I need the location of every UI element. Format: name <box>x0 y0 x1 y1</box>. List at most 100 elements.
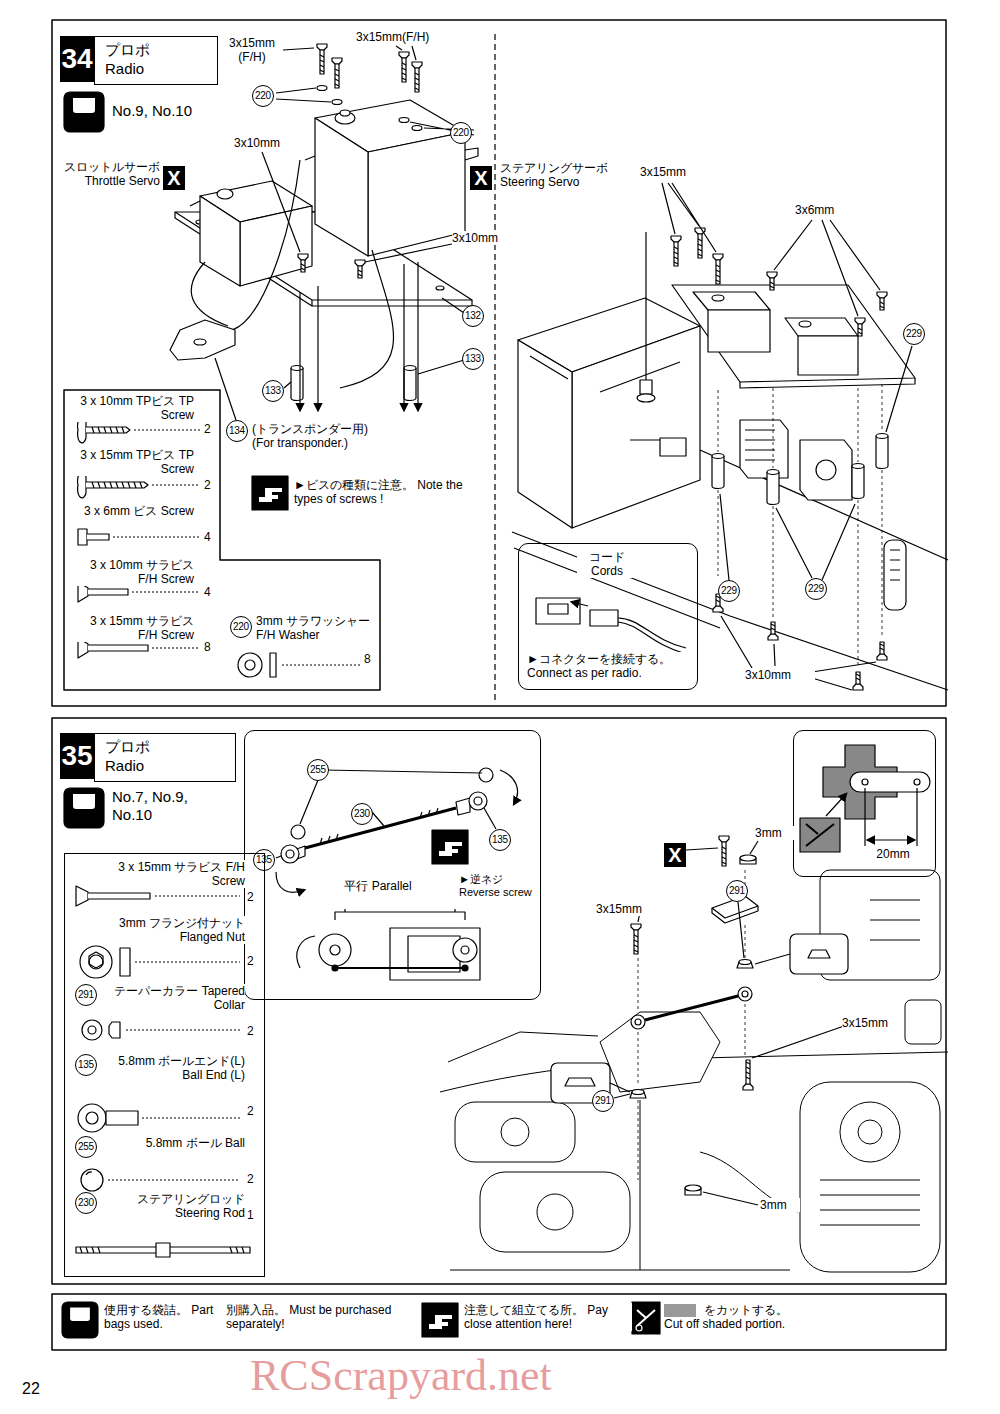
inset-illustration <box>319 934 351 966</box>
part-name: 5.8mm ボール Ball <box>105 1136 245 1150</box>
nut-size: 3mm <box>760 1198 800 1212</box>
servo-wire <box>340 250 394 388</box>
chassis-sketch <box>800 1082 940 1272</box>
collar-orientation-callout <box>551 934 848 1103</box>
screw-icon <box>87 534 109 540</box>
quantity: 8 <box>204 640 218 654</box>
screw-icon <box>152 647 200 648</box>
exploded-parts <box>738 987 752 1001</box>
screw <box>298 254 308 272</box>
antenna <box>640 380 652 394</box>
throttle-servo <box>240 206 312 286</box>
exploded-parts <box>739 960 751 965</box>
stand-off <box>404 366 416 401</box>
quantity: 2 <box>247 1024 259 1038</box>
inset-illustration <box>408 936 460 972</box>
receiver-box <box>660 438 686 456</box>
step-number: 35 <box>60 733 94 779</box>
callout-number: 133 <box>262 380 284 402</box>
leader-line <box>262 152 300 252</box>
exploded-parts <box>632 1090 644 1095</box>
panel-frame <box>494 34 495 700</box>
inset-illustration <box>286 850 294 858</box>
bag-icon <box>64 92 104 132</box>
connector-detail <box>618 622 686 654</box>
leader-line <box>703 1192 758 1205</box>
screw-icon <box>78 529 87 545</box>
collar-orientation-callout <box>808 950 830 958</box>
leader-line <box>442 298 464 313</box>
chassis-plate <box>890 550 900 580</box>
servo <box>712 295 724 301</box>
servo-wire <box>232 160 300 330</box>
part-name: 3 x 10mm TPビス TP Screw <box>70 394 194 422</box>
leader-line <box>750 841 758 854</box>
screw-icon <box>88 645 148 651</box>
inset-illustration <box>462 965 468 971</box>
parts-list-icon <box>86 1172 92 1175</box>
inset-illustration <box>320 808 438 844</box>
inset-illustration <box>461 946 469 954</box>
chassis-sketch <box>870 900 920 940</box>
throttle-servo <box>190 201 324 212</box>
leader-line <box>686 848 718 850</box>
connector-detail <box>548 604 568 614</box>
chassis-sketch <box>450 1100 790 1270</box>
inset-illustration <box>479 768 493 782</box>
legend-text: 使用する袋詰。 Part bags used. <box>104 1303 224 1331</box>
collar-orientation-callout <box>790 934 848 974</box>
part-name: 3mm サラワッシャー F/H Washer <box>256 614 374 642</box>
quantity: 8 <box>364 652 378 666</box>
leader-line <box>774 220 880 316</box>
parts-list-icon <box>120 948 130 976</box>
chassis-sketch <box>600 1012 720 1092</box>
servo-plate <box>740 378 915 388</box>
bag-number: No.9, No.10 <box>112 102 242 120</box>
screw-icon <box>270 653 276 677</box>
quantity: 2 <box>247 1172 259 1186</box>
connector-detail <box>572 602 588 606</box>
parts-list-icon <box>80 946 112 978</box>
screw-size: 3x10mm <box>745 668 815 682</box>
inset-illustration <box>276 856 281 858</box>
assembly-arrow <box>299 292 300 410</box>
screw <box>412 62 422 92</box>
step-number: 34 <box>60 36 94 82</box>
exploded-parts <box>685 1185 701 1191</box>
part-name: テーパーカラー Tapered Collar <box>105 984 245 1012</box>
screw <box>317 44 327 74</box>
receiver-box <box>518 298 700 528</box>
leader-line <box>396 46 416 60</box>
screw-icon <box>245 660 255 670</box>
callout-number: 230 <box>75 1192 97 1214</box>
parts-list-icon <box>155 895 240 896</box>
parts-list-icon <box>81 1169 103 1191</box>
inset-illustration <box>484 808 496 829</box>
inset-callout: 255230135135平行 Parallel►逆ネジ Reverse scre… <box>244 730 541 1000</box>
legend-icon <box>62 1302 98 1338</box>
leader-line <box>614 1094 630 1098</box>
part-name: 5.8mm ボールエンド(L) Ball End (L) <box>105 1054 245 1082</box>
parts-list-icon <box>88 893 150 899</box>
nut-size: 3mm <box>755 826 795 840</box>
screw <box>355 260 365 278</box>
inset-callout: コード Cords►コネクターを接続する。 Connect as per rad… <box>518 543 698 690</box>
chassis-sketch <box>905 1000 941 1044</box>
exploded-parts <box>742 991 748 997</box>
antenna <box>637 394 655 402</box>
screw <box>713 254 723 284</box>
exploded-parts <box>631 1015 645 1029</box>
servo-plate <box>436 286 444 290</box>
horn-inset-illustration <box>826 794 846 816</box>
hand-icon <box>252 476 288 510</box>
screw-size: 3x6mm <box>795 203 855 217</box>
inset-callout: 20mm <box>793 730 936 877</box>
stand-off <box>291 366 416 401</box>
transponder-bracket <box>194 339 206 345</box>
assembly-arrow <box>300 262 418 410</box>
panel-frame <box>52 718 946 1284</box>
step-number: 35 <box>60 733 94 779</box>
screw <box>877 642 887 660</box>
quantity: 2 <box>204 478 218 492</box>
antenna <box>637 232 655 402</box>
